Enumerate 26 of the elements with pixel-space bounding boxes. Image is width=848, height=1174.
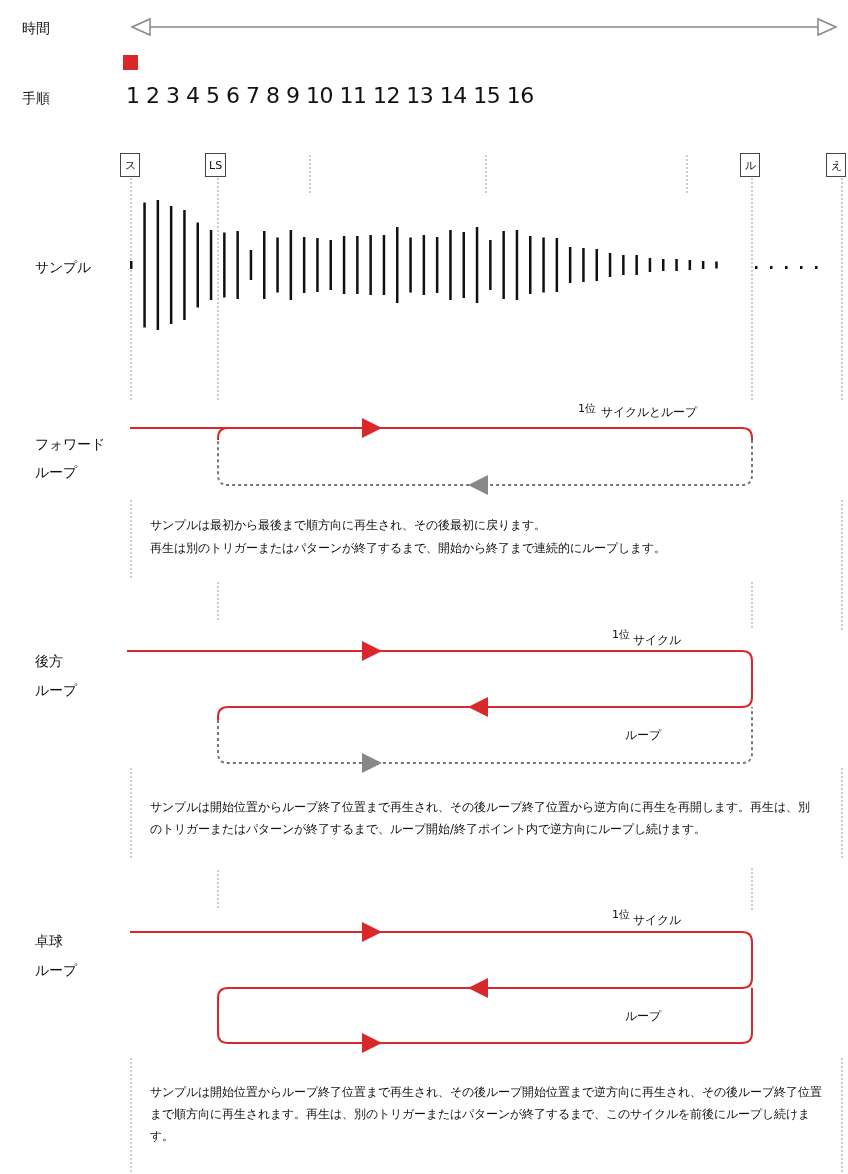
label-text: 卓球 xyxy=(35,933,63,950)
label-text: サイクルとループ xyxy=(601,405,697,420)
marker-box: LS xyxy=(205,153,227,177)
label-text: ループ xyxy=(35,464,77,481)
label-text: サイクル xyxy=(633,913,681,928)
label-text: 1位 xyxy=(578,402,596,416)
description-text: サンプルは開始位置からループ終了位置まで再生され、その後ループ開始位置まで逆方向に再生され、その後ループ終了位置まで順方向に再生されます。再生は、別のトリガーまたはパターンが終了するまで、このサイクルを前後にループし続けます。 xyxy=(150,1084,823,1145)
label-text: 後方 xyxy=(35,653,63,670)
marker-box: え xyxy=(826,153,846,177)
label-text: ループ xyxy=(625,728,661,743)
label-text: フォワード xyxy=(35,436,105,453)
label-text: 手順 xyxy=(22,90,50,107)
description-text: 再生は別のトリガーまたはパターンが終了するまで、開始から終了まで連続的にループします。 xyxy=(150,540,667,557)
label-text: 1位 xyxy=(612,908,630,922)
step-numbers: 1 2 3 4 5 6 7 8 9 10 11 12 13 14 15 16 xyxy=(126,83,534,110)
description-text: サンプルは最初から最後まで順方向に再生され、その後最初に戻ります。 xyxy=(150,517,547,534)
label-text: サイクル xyxy=(633,633,681,648)
marker-box: ス xyxy=(120,153,140,177)
label-text: ループ xyxy=(625,1009,661,1024)
label-text: ループ xyxy=(35,682,77,699)
description-text: サンプルは開始位置からループ終了位置まで再生され、その後ループ終了位置から逆方向に再生を再開します。再生は、別のトリガーまたはパターンが終了するまで、ループ開始/終了ポイント内で逆方向にループし続けます。 xyxy=(150,799,810,838)
label-text: ループ xyxy=(35,962,77,979)
label-text: 時間 xyxy=(22,20,50,37)
marker-box: ル xyxy=(740,153,760,177)
label-text: 1位 xyxy=(612,628,630,642)
label-text: サンプル xyxy=(35,259,91,276)
